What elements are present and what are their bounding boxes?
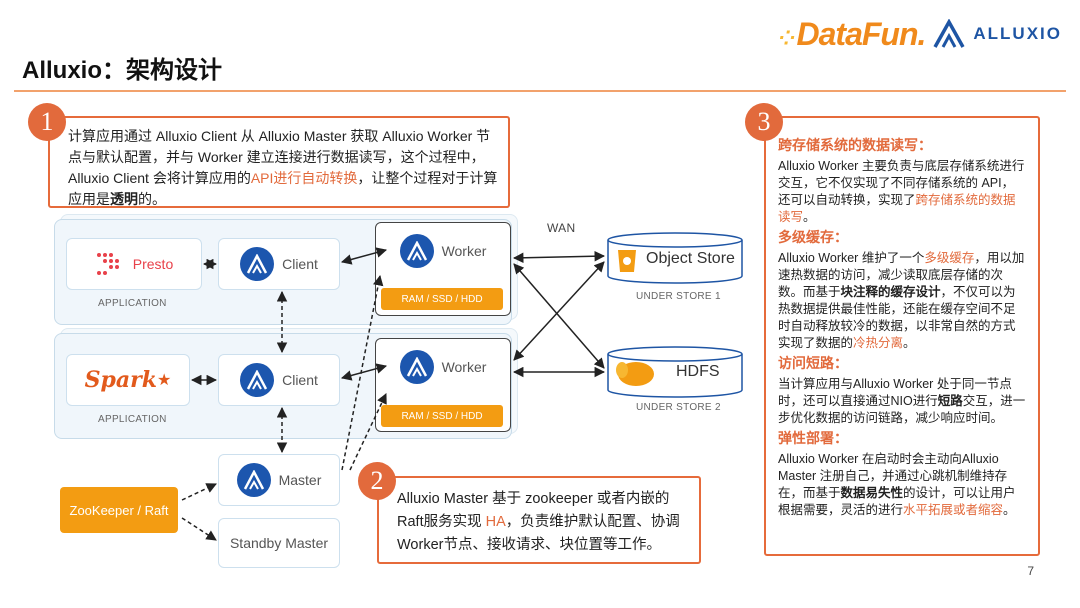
worker1-objectstore-link xyxy=(512,250,606,264)
master-worker2-dashed xyxy=(349,393,387,471)
section-title-multi-cache: 多级缓存： xyxy=(778,231,848,246)
callout2-highlight: HA xyxy=(485,514,506,530)
under-store-2-label: UNDER STORE 2 xyxy=(636,402,721,413)
callout1-text-c: 的。 xyxy=(138,191,166,207)
datafun-logo: ⁘DataFun. xyxy=(778,15,927,52)
logo-group: ⁘DataFun. ALLUXIO xyxy=(779,14,1062,54)
alluxio-logo-text: ALLUXIO xyxy=(973,24,1062,43)
master-worker1-dashed xyxy=(341,274,384,471)
application-label-2: APPLICATION xyxy=(98,414,167,425)
callout-master: Alluxio Master 基于 zookeeper 或者内嵌的 Raft服务… xyxy=(377,476,701,564)
hdfs-label: HDFS xyxy=(676,363,720,380)
worker1-storage: RAM / SSD / HDD xyxy=(381,288,503,310)
client1-worker-link xyxy=(340,247,388,265)
alluxio-icon xyxy=(236,463,271,497)
under-store-1-label: UNDER STORE 1 xyxy=(636,291,721,302)
client1-box: Client xyxy=(218,238,340,290)
worker2-label: Worker xyxy=(441,359,487,375)
standby-master-label: Standby Master xyxy=(229,535,329,551)
section-text-elastic: Alluxio Worker 在启动时会主动向Alluxio Master 注册… xyxy=(778,452,1016,517)
spark-star-icon: ★ xyxy=(157,372,172,389)
wan-label: WAN xyxy=(547,221,576,235)
zk-standby-dashed xyxy=(181,517,217,541)
section-title-cross-storage: 跨存储系统的数据读写： xyxy=(778,139,932,154)
presto-label: Presto xyxy=(132,256,174,272)
callout-client: 计算应用通过 Alluxio Client 从 Alluxio Master 获… xyxy=(48,116,510,208)
object-store-label: Object Store xyxy=(646,250,735,267)
worker2-storage: RAM / SSD / HDD xyxy=(381,405,503,427)
callout-worker-features: 跨存储系统的数据读写： Alluxio Worker 主要负责与底层存储系统进行… xyxy=(764,116,1040,556)
application-label-1: APPLICATION xyxy=(98,298,167,309)
section-title-elastic: 弹性部署： xyxy=(778,432,848,447)
section-text-short-circuit: 当计算应用与Alluxio Worker 处于同一节点时，还可以直接通过NIO进… xyxy=(778,377,1026,425)
callout3-number: 3 xyxy=(745,103,783,141)
object-store-cylinder xyxy=(606,232,744,284)
client2-worker-link xyxy=(340,363,388,381)
hdfs-cylinder xyxy=(606,346,744,398)
alluxio-logo-icon xyxy=(933,19,965,48)
worker1-label: Worker xyxy=(441,243,487,259)
callout1-text-b: ，让整个过程对于计算应用是 xyxy=(68,170,498,207)
client1-label: Client xyxy=(282,256,318,272)
callout1-bold: 透明 xyxy=(110,191,138,207)
alluxio-icon xyxy=(240,247,275,281)
callout1-text: 计算应用通过 Alluxio Client 从 Alluxio Master 获… xyxy=(68,128,491,186)
section-title-short-circuit: 访问短路： xyxy=(778,357,848,372)
header-divider xyxy=(14,90,1066,92)
worker1-hdfs-link xyxy=(513,263,605,369)
slide-title: Alluxio：架构设计 xyxy=(22,57,223,84)
alluxio-icon xyxy=(240,363,275,397)
alluxio-icon xyxy=(399,234,434,268)
master-label: Master xyxy=(278,472,322,488)
callout2-text: Alluxio Master 基于 zookeeper 或者内嵌的 Raft服务… xyxy=(397,491,670,530)
zk-master-dashed xyxy=(181,483,217,501)
section-text-cross-storage: Alluxio Worker 主要负责与底层存储系统进行交互，它不仅实现了不同存… xyxy=(778,159,1025,224)
callout2-text-b: ，负责维护默认配置、协调Worker节点、接收请求、块位置等工作。 xyxy=(397,514,680,553)
callout1-number: 1 xyxy=(28,103,66,141)
zookeeper-raft-box: ZooKeeper / Raft xyxy=(60,487,178,533)
worker1-box: Worker xyxy=(381,228,505,274)
callout2-number: 2 xyxy=(358,462,396,500)
client2-box: Client xyxy=(218,354,340,406)
section-text-multi-cache: Alluxio Worker 维护了一个多级缓存，用以加速热数据的访问，减少读取… xyxy=(778,251,1025,350)
standby-master-box: Standby Master xyxy=(218,518,340,568)
client2-label: Client xyxy=(282,372,318,388)
presto-app-box: Presto xyxy=(66,238,202,290)
alluxio-icon xyxy=(399,350,434,384)
spark-logo: Spark xyxy=(84,367,157,393)
presto-icon xyxy=(96,253,119,275)
worker2-box: Worker xyxy=(381,344,505,390)
worker2-objectstore-link xyxy=(513,261,605,361)
spark-app-box: Spark ★ xyxy=(66,354,190,406)
callout1-highlight: API进行自动转换 xyxy=(250,170,358,186)
page-number: 7 xyxy=(1027,564,1034,578)
master-box: Master xyxy=(218,454,340,506)
